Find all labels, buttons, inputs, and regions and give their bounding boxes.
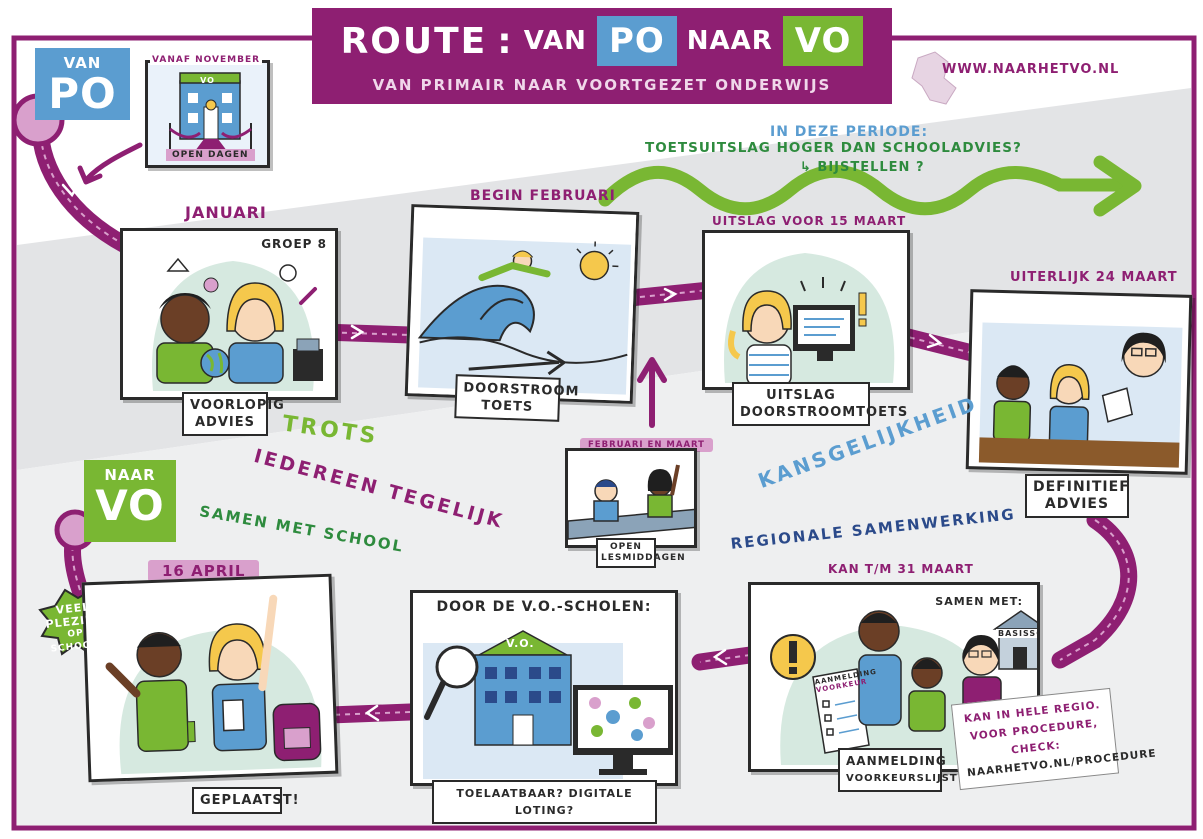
basisschool-label: BASISSCHOOL: [996, 629, 1037, 638]
step5-date: KAN T/M 31 MAART: [828, 562, 974, 576]
groep-8-tag: GROEP 8: [261, 237, 327, 251]
start-badge-po: VAN PO: [35, 48, 130, 120]
step3-caption-line2: DOORSTROOMTOETS: [740, 405, 909, 420]
panel-doorstroomtoets: [404, 204, 640, 404]
panel-open-dagen: VO OPEN DAGEN: [145, 60, 270, 168]
step1-caption-line1: VOORLOPIG: [190, 398, 285, 413]
panel-open-lesmiddagen: [565, 448, 697, 548]
definitief-advies-illustration: [978, 322, 1183, 468]
vo-scholen-illustration: [423, 630, 673, 779]
curved-arrow-to-januari: [85, 142, 143, 181]
open-dagen-date: VANAF NOVEMBER: [150, 55, 263, 65]
step4-caption: DEFINITIEF ADVIES: [1025, 474, 1129, 518]
step2-caption: DOORSTROOM TOETS: [454, 374, 580, 422]
panel-geplaatst: [81, 573, 339, 783]
step2-caption-line2: TOETS: [480, 398, 534, 415]
title-route: ROUTE: [340, 20, 488, 62]
lesmiddagen-illustration: [568, 451, 694, 545]
step7-caption: GEPLAATST!: [192, 787, 299, 814]
title-vo-chip: VO: [782, 16, 864, 66]
step3-caption-line1: UITSLAG: [766, 388, 836, 403]
step3-caption: UITSLAG DOORSTROOMTOETS: [732, 382, 909, 426]
procedure-note: KAN IN HELE REGIO. VOOR PROCEDURE, CHECK…: [950, 687, 1157, 791]
end-badge-text: VO: [95, 481, 165, 530]
title-subtitle: VAN PRIMAIR NAAR VOORTGEZET ONDERWIJS: [372, 76, 832, 94]
open-dagen-building-label: VO: [200, 76, 215, 85]
title-banner: ROUTE : VAN PO NAAR VO VAN PRIMAIR NAAR …: [312, 8, 892, 104]
step2-caption-line1: DOORSTROOM: [463, 380, 580, 400]
start-badge-text: PO: [48, 69, 117, 118]
start-badge-label: VAN: [63, 54, 102, 72]
region-map-icon: [911, 51, 957, 105]
step1-caption: VOORLOPIG ADVIES: [182, 392, 285, 436]
step3-date: UITSLAG VOOR 15 MAART: [712, 214, 907, 228]
panel-definitief-advies: [965, 289, 1193, 475]
open-dagen-caption: OPEN DAGEN: [166, 149, 255, 161]
website-link[interactable]: WWW.NAARHETVO.NL: [942, 62, 1120, 77]
green-arrowhead: [1093, 155, 1142, 217]
end-badge-vo: NAAR VO: [84, 460, 176, 542]
samen-met-label: SAMEN MET:: [935, 595, 1023, 608]
end-badge-label: NAAR: [104, 466, 156, 484]
geplaatst-illustration: [105, 594, 322, 775]
step6-caption: TOELAATBAAR? DIGITALE LOTING?: [432, 780, 657, 824]
title-colon: :: [497, 20, 514, 62]
step2-date: BEGIN FEBRUARI: [470, 188, 616, 204]
panel-voorlopig-advies: GROEP 8: [120, 228, 338, 400]
period-bijstellen: ↳ BIJSTELLEN ?: [800, 160, 925, 175]
lesmiddagen-caption: OPEN LESMIDDAGEN: [596, 538, 686, 568]
star-text: VEEL PLEZIER OP SCHOOL!: [37, 598, 112, 657]
panel-vo-scholen: DOOR DE V.O.-SCHOLEN: V.O.: [410, 590, 678, 786]
period-heading: IN DEZE PERIODE:: [770, 124, 929, 140]
lesmiddagen-caption-line1: OPEN: [610, 542, 642, 552]
step4-caption-line2: ADVIES: [1044, 496, 1110, 512]
green-wavy-arrow: [598, 164, 1127, 216]
path-arrows: [61, 180, 943, 722]
step4-caption-line1: DEFINITIEF: [1033, 479, 1130, 495]
step5-caption-line1: AANMELDING: [846, 754, 947, 768]
panel-uitslag: [702, 230, 910, 390]
lesmiddagen-caption-line2: LESMIDDAGEN: [601, 553, 686, 563]
doorstroomtoets-illustration: [407, 207, 640, 404]
step4-date: UITERLIJK 24 MAART: [1010, 270, 1178, 285]
step1-caption-line2: ADVIES: [195, 415, 255, 430]
vo-building-label: V.O.: [506, 637, 535, 650]
title-naar: NAAR: [686, 26, 773, 56]
period-question: TOETSUITSLAG HOGER DAN SCHOOLADVIES?: [645, 140, 1022, 156]
title-po-chip: PO: [596, 16, 677, 66]
uitslag-illustration: [724, 253, 895, 386]
step5-caption: AANMELDING VOORKEURSLIJST: [838, 748, 958, 792]
title-van: VAN: [523, 26, 587, 56]
arrowhead-januari: [77, 165, 103, 185]
step5-caption-line2: VOORKEURSLIJST: [846, 773, 958, 784]
up-arrow-head: [637, 357, 667, 383]
step1-date: JANUARI: [185, 203, 267, 222]
voorlopig-advies-illustration: [152, 257, 323, 391]
step6-heading: DOOR DE V.O.-SCHOLEN:: [436, 599, 652, 615]
